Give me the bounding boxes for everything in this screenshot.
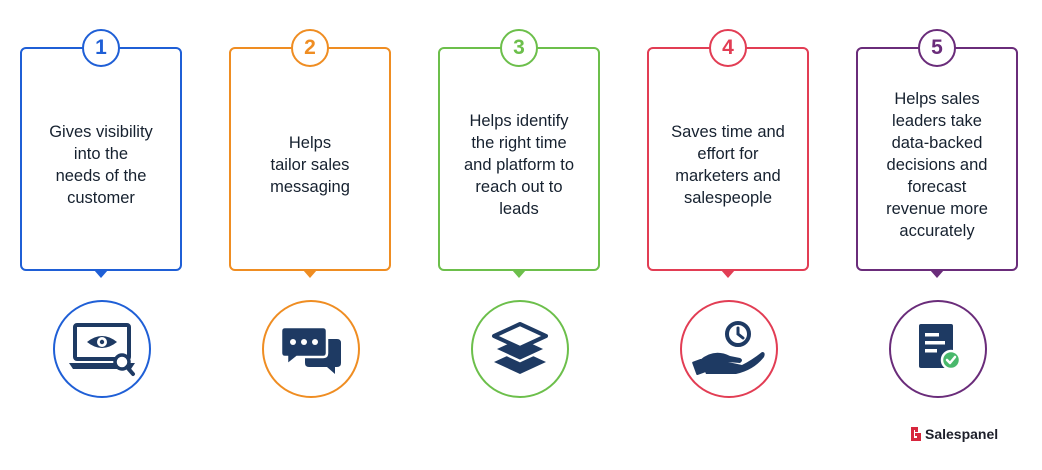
step-number-badge: 4 (709, 29, 747, 67)
icon-circle-1 (53, 300, 151, 398)
icon-circle-2 (262, 300, 360, 398)
step-number-badge: 3 (500, 29, 538, 67)
step-number-badge: 5 (918, 29, 956, 67)
card-pointer (930, 270, 944, 278)
step-card-1: 1 Gives visibility into the needs of the… (20, 29, 182, 278)
layers-icon (491, 322, 549, 374)
document-check-icon (919, 324, 962, 371)
step-card-5: 5 Helps sales leaders take data-backed d… (856, 29, 1018, 278)
icon-circle-4 (680, 300, 778, 398)
step-text: Helps identify the right time and platfo… (463, 112, 575, 218)
step-text-container: Gives visibility into the needs of the c… (30, 73, 172, 257)
icon-circle-3 (471, 300, 569, 398)
step-text: Saves time and effort for marketers and … (671, 123, 785, 207)
step-text-container: Saves time and effort for marketers and … (657, 73, 799, 257)
card-pointer (721, 270, 735, 278)
step-text: Gives visibility into the needs of the c… (49, 123, 153, 207)
brand-logo: Salespanel (910, 426, 998, 442)
laptop-eye-search-icon (69, 323, 135, 376)
hand-clock-icon (692, 321, 765, 376)
salespanel-logo-icon (911, 427, 921, 441)
step-text-container: Helps tailor sales messaging (239, 73, 381, 257)
step-card-4: 4 Saves time and effort for marketers an… (647, 29, 809, 278)
step-text-container: Helps sales leaders take data-backed dec… (866, 73, 1008, 257)
card-pointer (512, 270, 526, 278)
step-number-badge: 2 (291, 29, 329, 67)
step-text: Helps sales leaders take data-backed dec… (886, 90, 988, 240)
step-text: Helps tailor sales messaging (270, 134, 350, 196)
icon-circle-5 (889, 300, 987, 398)
step-card-2: 2 Helps tailor sales messaging (229, 29, 391, 278)
card-pointer (94, 270, 108, 278)
card-pointer (303, 270, 317, 278)
step-text-container: Helps identify the right time and platfo… (448, 73, 590, 257)
step-card-3: 3 Helps identify the right time and plat… (438, 29, 600, 278)
step-number-badge: 1 (82, 29, 120, 67)
chat-bubbles-icon (279, 325, 341, 374)
brand-name: Salespanel (925, 426, 999, 442)
